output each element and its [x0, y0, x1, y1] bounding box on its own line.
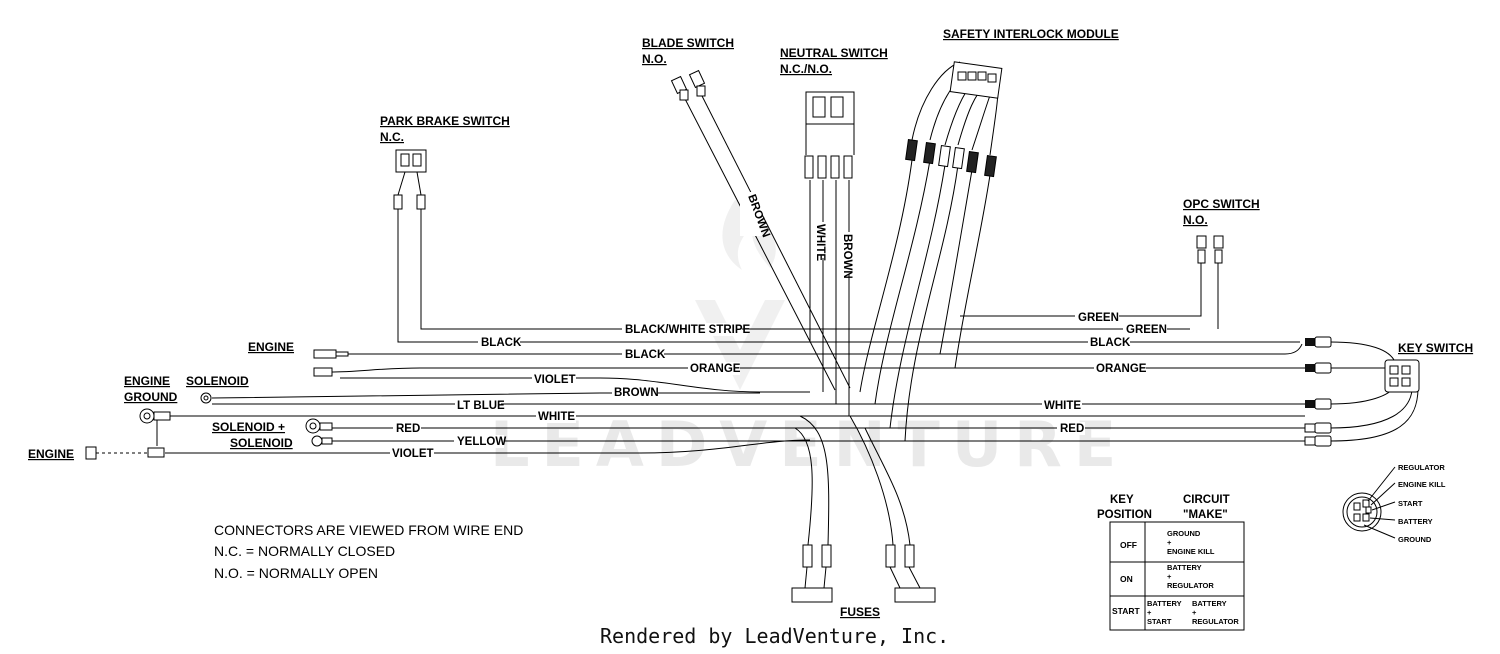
neutral-switch — [804, 91, 855, 179]
wire-label-violet-mid: VIOLET — [534, 374, 576, 386]
row-on-l1: BATTERY — [1167, 563, 1202, 572]
solenoid-plus-terminals — [305, 418, 333, 447]
table-header-position: POSITION — [1097, 509, 1152, 521]
row-start-left3: START — [1147, 617, 1172, 626]
row-start-right3: REGULATOR — [1192, 617, 1239, 626]
neutral-switch-ncno-label: N.C./N.O. — [780, 62, 832, 76]
row-on-pos: ON — [1120, 574, 1133, 584]
engine-left-label: ENGINE — [28, 447, 74, 461]
engine-ground-label: ENGINE — [124, 374, 170, 388]
wire-label-lt-blue: LT BLUE — [457, 400, 505, 412]
wire-label-white-neutral: WHITE — [814, 224, 826, 261]
solenoid-label: SOLENOID — [186, 374, 249, 388]
park-brake-switch — [393, 149, 427, 210]
terminal-regulator: REGULATOR — [1398, 463, 1445, 472]
wire-label-red-right: RED — [1060, 423, 1084, 435]
wire-label-brown-mid: BROWN — [614, 387, 659, 399]
wire-label-green1: GREEN — [1078, 312, 1119, 324]
wire-label-red-left: RED — [396, 423, 420, 435]
note-line-3: N.O. = NORMALLY OPEN — [214, 565, 378, 581]
wire-label-yellow: YELLOW — [457, 436, 506, 448]
wire-label-violet-low: VIOLET — [392, 448, 434, 460]
key-position-table: KEY POSITION CIRCUIT "MAKE" OFF GROUND +… — [1097, 494, 1245, 631]
neutral-switch-label: NEUTRAL SWITCH — [780, 46, 888, 60]
row-off-l3: ENGINE KILL — [1167, 547, 1215, 556]
engine-ground-label2: GROUND — [124, 390, 178, 404]
note-line-2: N.C. = NORMALLY CLOSED — [214, 543, 395, 559]
wire-label-black-engine: BLACK — [625, 349, 666, 361]
wire-label-black-left: BLACK — [481, 337, 522, 349]
table-header-circuit: CIRCUIT — [1183, 494, 1230, 506]
row-start-left1: BATTERY — [1147, 599, 1182, 608]
engine-left-connector — [85, 446, 165, 460]
opc-switch-label: OPC SWITCH — [1183, 197, 1260, 211]
table-header-key: KEY — [1110, 494, 1134, 506]
engine-ground-terminal — [139, 408, 171, 424]
row-start-left2: + — [1147, 608, 1152, 617]
park-brake-label: PARK BRAKE SWITCH — [380, 114, 510, 128]
opc-switch — [1196, 235, 1224, 264]
terminal-engine-kill: ENGINE KILL — [1398, 480, 1446, 489]
note-line-1: CONNECTORS ARE VIEWED FROM WIRE END — [214, 522, 523, 538]
safety-module-label: SAFETY INTERLOCK MODULE — [943, 27, 1119, 41]
wire-label-black-right: BLACK — [1090, 337, 1131, 349]
key-switch-label: KEY SWITCH — [1398, 341, 1473, 355]
terminal-battery: BATTERY — [1398, 517, 1433, 526]
blade-switch — [670, 69, 706, 101]
row-off-pos: OFF — [1120, 540, 1137, 550]
engine-top-label: ENGINE — [248, 340, 294, 354]
wire-label-green2: GREEN — [1126, 324, 1167, 336]
wire-label-white-right: WHITE — [1044, 400, 1081, 412]
terminal-start: START — [1398, 499, 1423, 508]
wire-label-orange-mid: ORANGE — [690, 363, 741, 375]
wire-label-brown-neutral: BROWN — [841, 234, 853, 279]
blade-switch-label: BLADE SWITCH — [642, 36, 734, 50]
wire-labels: BROWN WHITE BROWN GREEN GREEN BLACK BLAC… — [390, 192, 1167, 460]
solenoid-terminal — [200, 392, 212, 404]
terminal-ground: GROUND — [1398, 535, 1432, 544]
fuses-label: FUSES — [840, 605, 880, 619]
row-start-right1: BATTERY — [1192, 599, 1227, 608]
park-brake-nc-label: N.C. — [380, 130, 404, 144]
wire-label-orange-right: ORANGE — [1096, 363, 1147, 375]
solenoid-plus-label2: SOLENOID — [230, 436, 293, 450]
row-on-l3: REGULATOR — [1167, 581, 1214, 590]
table-header-make: "MAKE" — [1183, 509, 1228, 521]
row-start-pos: START — [1112, 606, 1141, 616]
row-off-l1: GROUND — [1167, 529, 1201, 538]
row-start-right2: + — [1192, 608, 1197, 617]
wire-label-white-mid: WHITE — [538, 411, 575, 423]
engine-connector — [313, 349, 349, 377]
key-terminal-diagram: REGULATOR ENGINE KILL START BATTERY GROU… — [1342, 463, 1446, 544]
opc-switch-no-label: N.O. — [1183, 213, 1208, 227]
row-on-l2: + — [1167, 572, 1172, 581]
fuse-holders — [791, 544, 936, 603]
rendered-by-footer: Rendered by LeadVenture, Inc. — [600, 624, 949, 648]
blade-switch-no-label: N.O. — [642, 52, 667, 66]
row-off-l2: + — [1167, 538, 1172, 547]
solenoid-plus-label: SOLENOID + — [212, 420, 285, 434]
watermark-text: LEADVENTURE — [490, 408, 1128, 481]
safety-interlock-module — [905, 61, 1003, 178]
wire-label-black-white: BLACK/WHITE STRIPE — [625, 324, 751, 336]
watermark-logo — [695, 200, 785, 390]
key-switch — [1304, 336, 1420, 447]
